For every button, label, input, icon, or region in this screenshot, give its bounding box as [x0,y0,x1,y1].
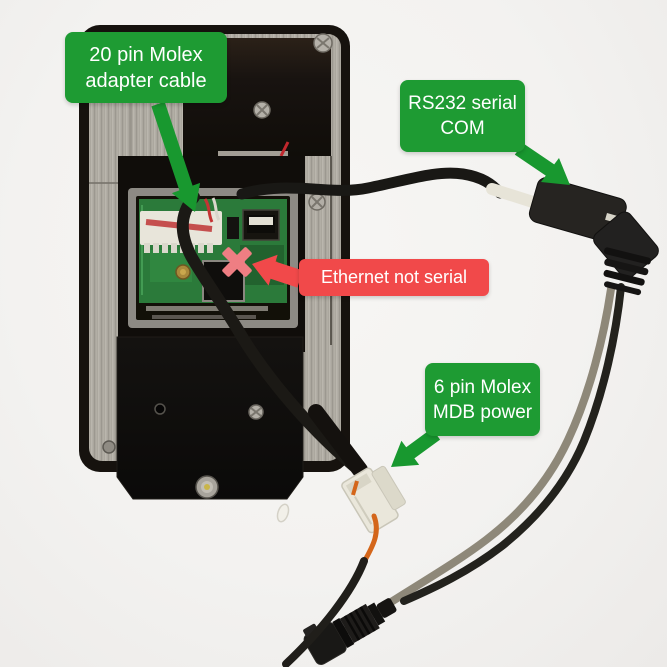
plate-hole [154,403,166,415]
molex20-label-text: 20 pin Molex adapter cable [85,43,207,92]
white-wire [211,197,221,221]
x-mark-icon [222,247,252,277]
bezel-slot [152,315,256,319]
rs232-arrow [514,143,570,185]
card-reader-device [79,25,350,523]
molex6-label-text: 6 pin Molex MDB power [432,376,533,423]
gray-cable [334,285,615,640]
rs232-cable-assembly [236,167,659,666]
cable-sleeve [486,183,542,209]
rs232-label-text: RS232 serial COM [408,93,517,139]
orange-wire [351,480,359,496]
cable-heatshrink [308,404,368,478]
molex20-arrow [151,101,201,212]
mounting-plate [116,336,304,500]
serial-cable-down [400,283,625,605]
ethernet-label: Ethernet not serial [299,259,489,296]
screw [313,33,333,53]
bezel-slot [146,306,268,311]
ethernet-label-text: Ethernet not serial [320,267,468,287]
pcb-standoff [175,264,191,280]
rs232-connector [528,177,659,296]
molex6-label: 6 pin Molex MDB power [425,363,540,436]
power-cable [282,557,368,667]
rs232-label: RS232 serial COM [400,80,525,152]
molex20-label: 20 pin Molex adapter cable [65,32,227,103]
pcb-component [227,217,239,239]
screw [102,440,116,454]
molex6-arrow [391,428,441,467]
screw [253,101,271,119]
adapter-cable [176,191,360,472]
red-wire-tip [279,141,290,157]
serial-cable [236,167,506,200]
adapter-cable-assembly [176,191,406,667]
usb-port [242,209,280,241]
zip-tie [276,503,290,523]
ethernet-arrow [252,254,303,288]
red-wire [203,198,214,223]
screw [248,404,264,420]
center-screw [195,475,219,499]
